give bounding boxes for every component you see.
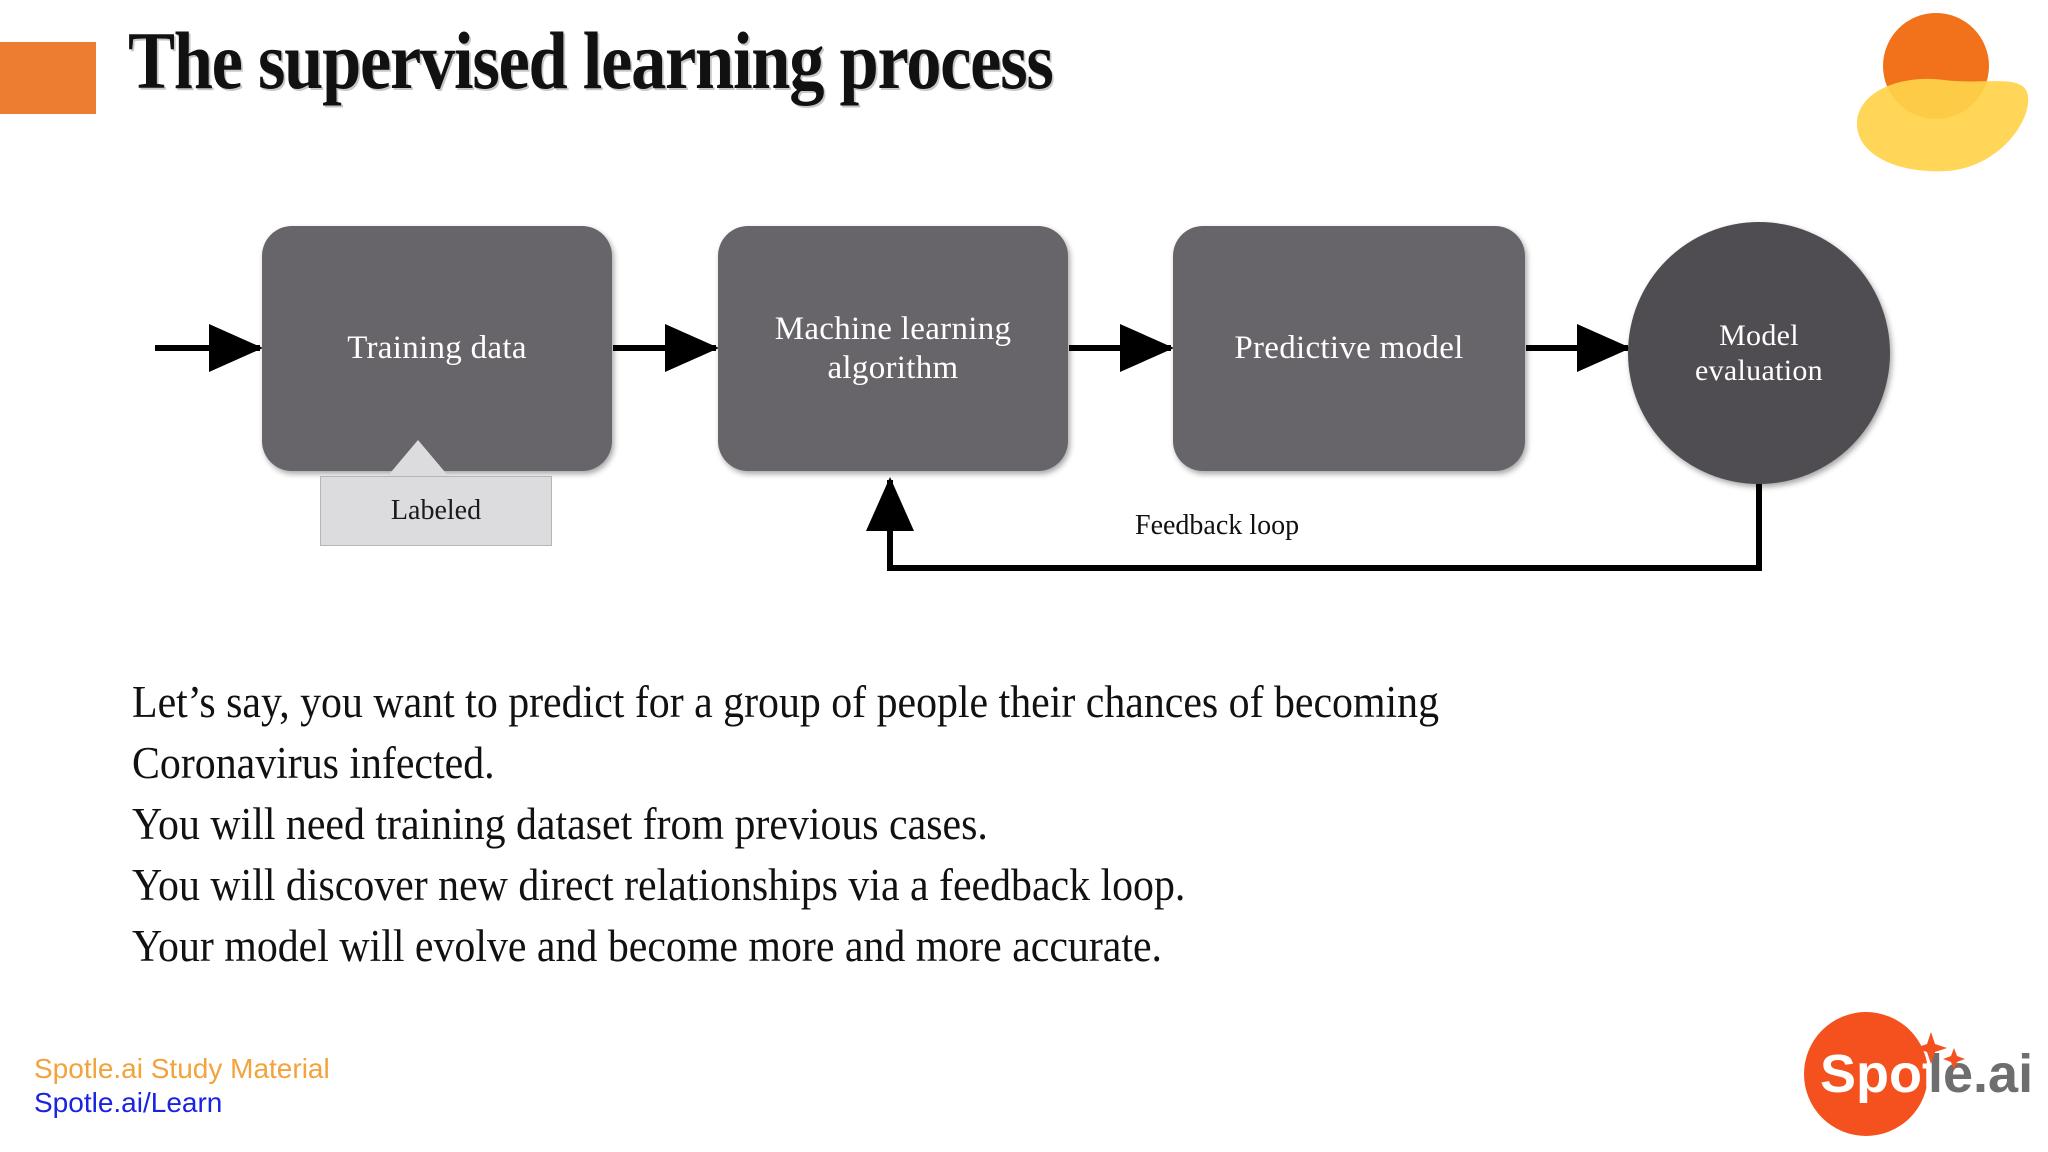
footer-study-material: Spotle.ai Study Material — [34, 1053, 330, 1084]
spotle-logo-word-primary: Spot — [1820, 1044, 1940, 1104]
callout-pointer-icon — [386, 440, 450, 478]
flow-node-model-evaluation-line2: evaluation — [1695, 354, 1823, 387]
spotle-blob-logo-icon — [1857, 13, 2029, 172]
body-line-2: Coronavirus infected. — [132, 738, 495, 788]
footer-learn-link[interactable]: Spotle.ai/Learn — [34, 1087, 223, 1118]
body-line-1: Let’s say, you want to predict for a gro… — [132, 677, 1439, 727]
flow-node-training-data[interactable]: Training data — [262, 226, 612, 471]
flow-node-ml-algorithm[interactable]: Machine learning algorithm — [718, 226, 1068, 471]
flow-node-model-evaluation-line1: Model — [1719, 318, 1799, 352]
sparkle-small-icon — [1943, 1048, 1965, 1070]
spotle-ai-logo-icon: Spot le.ai — [1804, 1012, 2033, 1136]
callout-labeled-text: Labeled — [390, 495, 482, 526]
page-title: The supervised learning process — [128, 15, 1054, 106]
flow-node-ml-algorithm-line2: algorithm — [827, 349, 959, 386]
flow-node-predictive-model[interactable]: Predictive model — [1173, 226, 1525, 471]
flow-node-predictive-model-label: Predictive model — [1234, 330, 1464, 367]
footer-credits: Spotle.ai Study Material Spotle.ai/Learn — [34, 1052, 330, 1120]
spotle-logo-word-secondary: le.ai — [1928, 1044, 2033, 1104]
body-line-3: You will need training dataset from prev… — [132, 799, 988, 849]
body-line-5: Your model will evolve and become more a… — [132, 921, 1163, 971]
sparkle-large-icon — [1915, 1032, 1947, 1064]
body-copy: Let’s say, you want to predict for a gro… — [132, 672, 1732, 977]
flow-node-model-evaluation[interactable]: Model evaluation — [1628, 222, 1890, 484]
flow-node-training-data-label: Training data — [347, 330, 527, 367]
body-line-4: You will discover new direct relationshi… — [132, 860, 1186, 910]
flow-node-ml-algorithm-label: Machine learning algorithm — [775, 310, 1012, 388]
feedback-loop-label: Feedback loop — [1135, 510, 1300, 541]
flow-node-ml-algorithm-line1: Machine learning — [774, 310, 1012, 347]
title-accent-block — [0, 42, 96, 114]
flow-node-model-evaluation-label: Model evaluation — [1695, 318, 1823, 389]
callout-labeled[interactable]: Labeled — [320, 476, 552, 546]
